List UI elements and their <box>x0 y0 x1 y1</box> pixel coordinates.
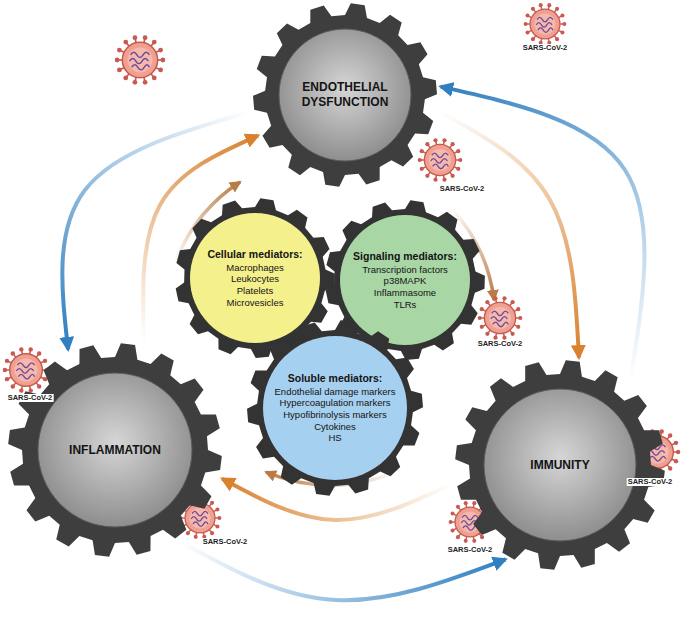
list-item: Leukocytes <box>194 273 316 285</box>
virus-icon <box>524 3 567 45</box>
gear-text: ENDOTHELIAL DYSFUNCTION <box>293 80 397 109</box>
gear-text: Signaling mediators:Transcription factor… <box>344 250 466 310</box>
label-box: SARS-CoV-2 <box>477 340 524 348</box>
label-box: SARS-CoV-2 <box>7 394 54 402</box>
list-heading: Signaling mediators: <box>344 250 466 263</box>
gear-title: INFLAMMATION <box>55 443 175 458</box>
virus-icon <box>418 138 463 182</box>
connector-arrow <box>179 541 506 600</box>
virus-icon <box>3 347 50 393</box>
gear-outline <box>8 343 222 557</box>
virus-label: SARS-CoV-2 <box>202 538 249 546</box>
gear-text: INFLAMMATION <box>55 443 175 458</box>
gear-text: IMMUNITY <box>500 458 620 473</box>
virus-label: SARS-CoV-2 <box>439 185 486 193</box>
gear-face <box>340 215 470 345</box>
list-heading: Soluble mediators: <box>265 372 405 385</box>
gear-text: Soluble mediators:Endothelial damage mar… <box>265 372 405 444</box>
gear-face <box>484 389 636 541</box>
gear-title: ENDOTHELIAL DYSFUNCTION <box>293 80 397 109</box>
gear-node: Soluble mediators:Endothelial damage mar… <box>247 320 423 496</box>
gear-face <box>38 373 192 527</box>
gear-node: INFLAMMATION <box>8 343 222 557</box>
gear-face <box>263 336 407 480</box>
list-item: TLRs <box>344 298 466 310</box>
gear-face <box>190 213 320 343</box>
connector-arrow <box>441 87 645 382</box>
gear-outline <box>455 360 665 570</box>
virus-label: SARS-CoV-2 <box>7 394 54 402</box>
gear-outline <box>253 3 437 187</box>
list-item: Transcription factors <box>344 264 466 276</box>
list-item: Platelets <box>194 285 316 297</box>
virus-label: SARS-CoV-2 <box>477 340 524 348</box>
list-item: Endothelial damage markers <box>265 386 405 398</box>
virus-label: SARS-CoV-2 <box>627 478 674 486</box>
label-box: SARS-CoV-2 <box>202 538 249 546</box>
virus-icon <box>478 296 523 340</box>
gear-title: IMMUNITY <box>500 458 620 473</box>
gear-outline <box>247 320 423 496</box>
list-item: HS <box>265 432 405 444</box>
list-item: Cytokines <box>265 421 405 433</box>
list-item: p38MAPK <box>344 275 466 287</box>
gear-text: Cellular mediators:MacrophagesLeukocytes… <box>194 248 316 308</box>
label-box: SARS-CoV-2 <box>627 478 674 486</box>
list-item: Microvesicles <box>194 296 316 308</box>
gear-face <box>279 29 411 161</box>
list-item: Hypercoagulation markers <box>265 398 405 410</box>
list-heading: Cellular mediators: <box>194 248 316 261</box>
label-box: SARS-CoV-2 <box>439 185 486 193</box>
list-item: Inflammasome <box>344 287 466 299</box>
list-item: Hypofibrinolysis markers <box>265 409 405 421</box>
gear-node: IMMUNITY <box>455 360 665 570</box>
virus-label: SARS-CoV-2 <box>522 44 569 52</box>
virus-icon <box>115 35 166 84</box>
virus-label: SARS-CoV-2 <box>447 546 494 554</box>
label-box: SARS-CoV-2 <box>522 44 569 52</box>
gear-node: ENDOTHELIAL DYSFUNCTION <box>253 3 437 187</box>
label-box: SARS-CoV-2 <box>447 546 494 554</box>
list-item: Macrophages <box>194 262 316 274</box>
